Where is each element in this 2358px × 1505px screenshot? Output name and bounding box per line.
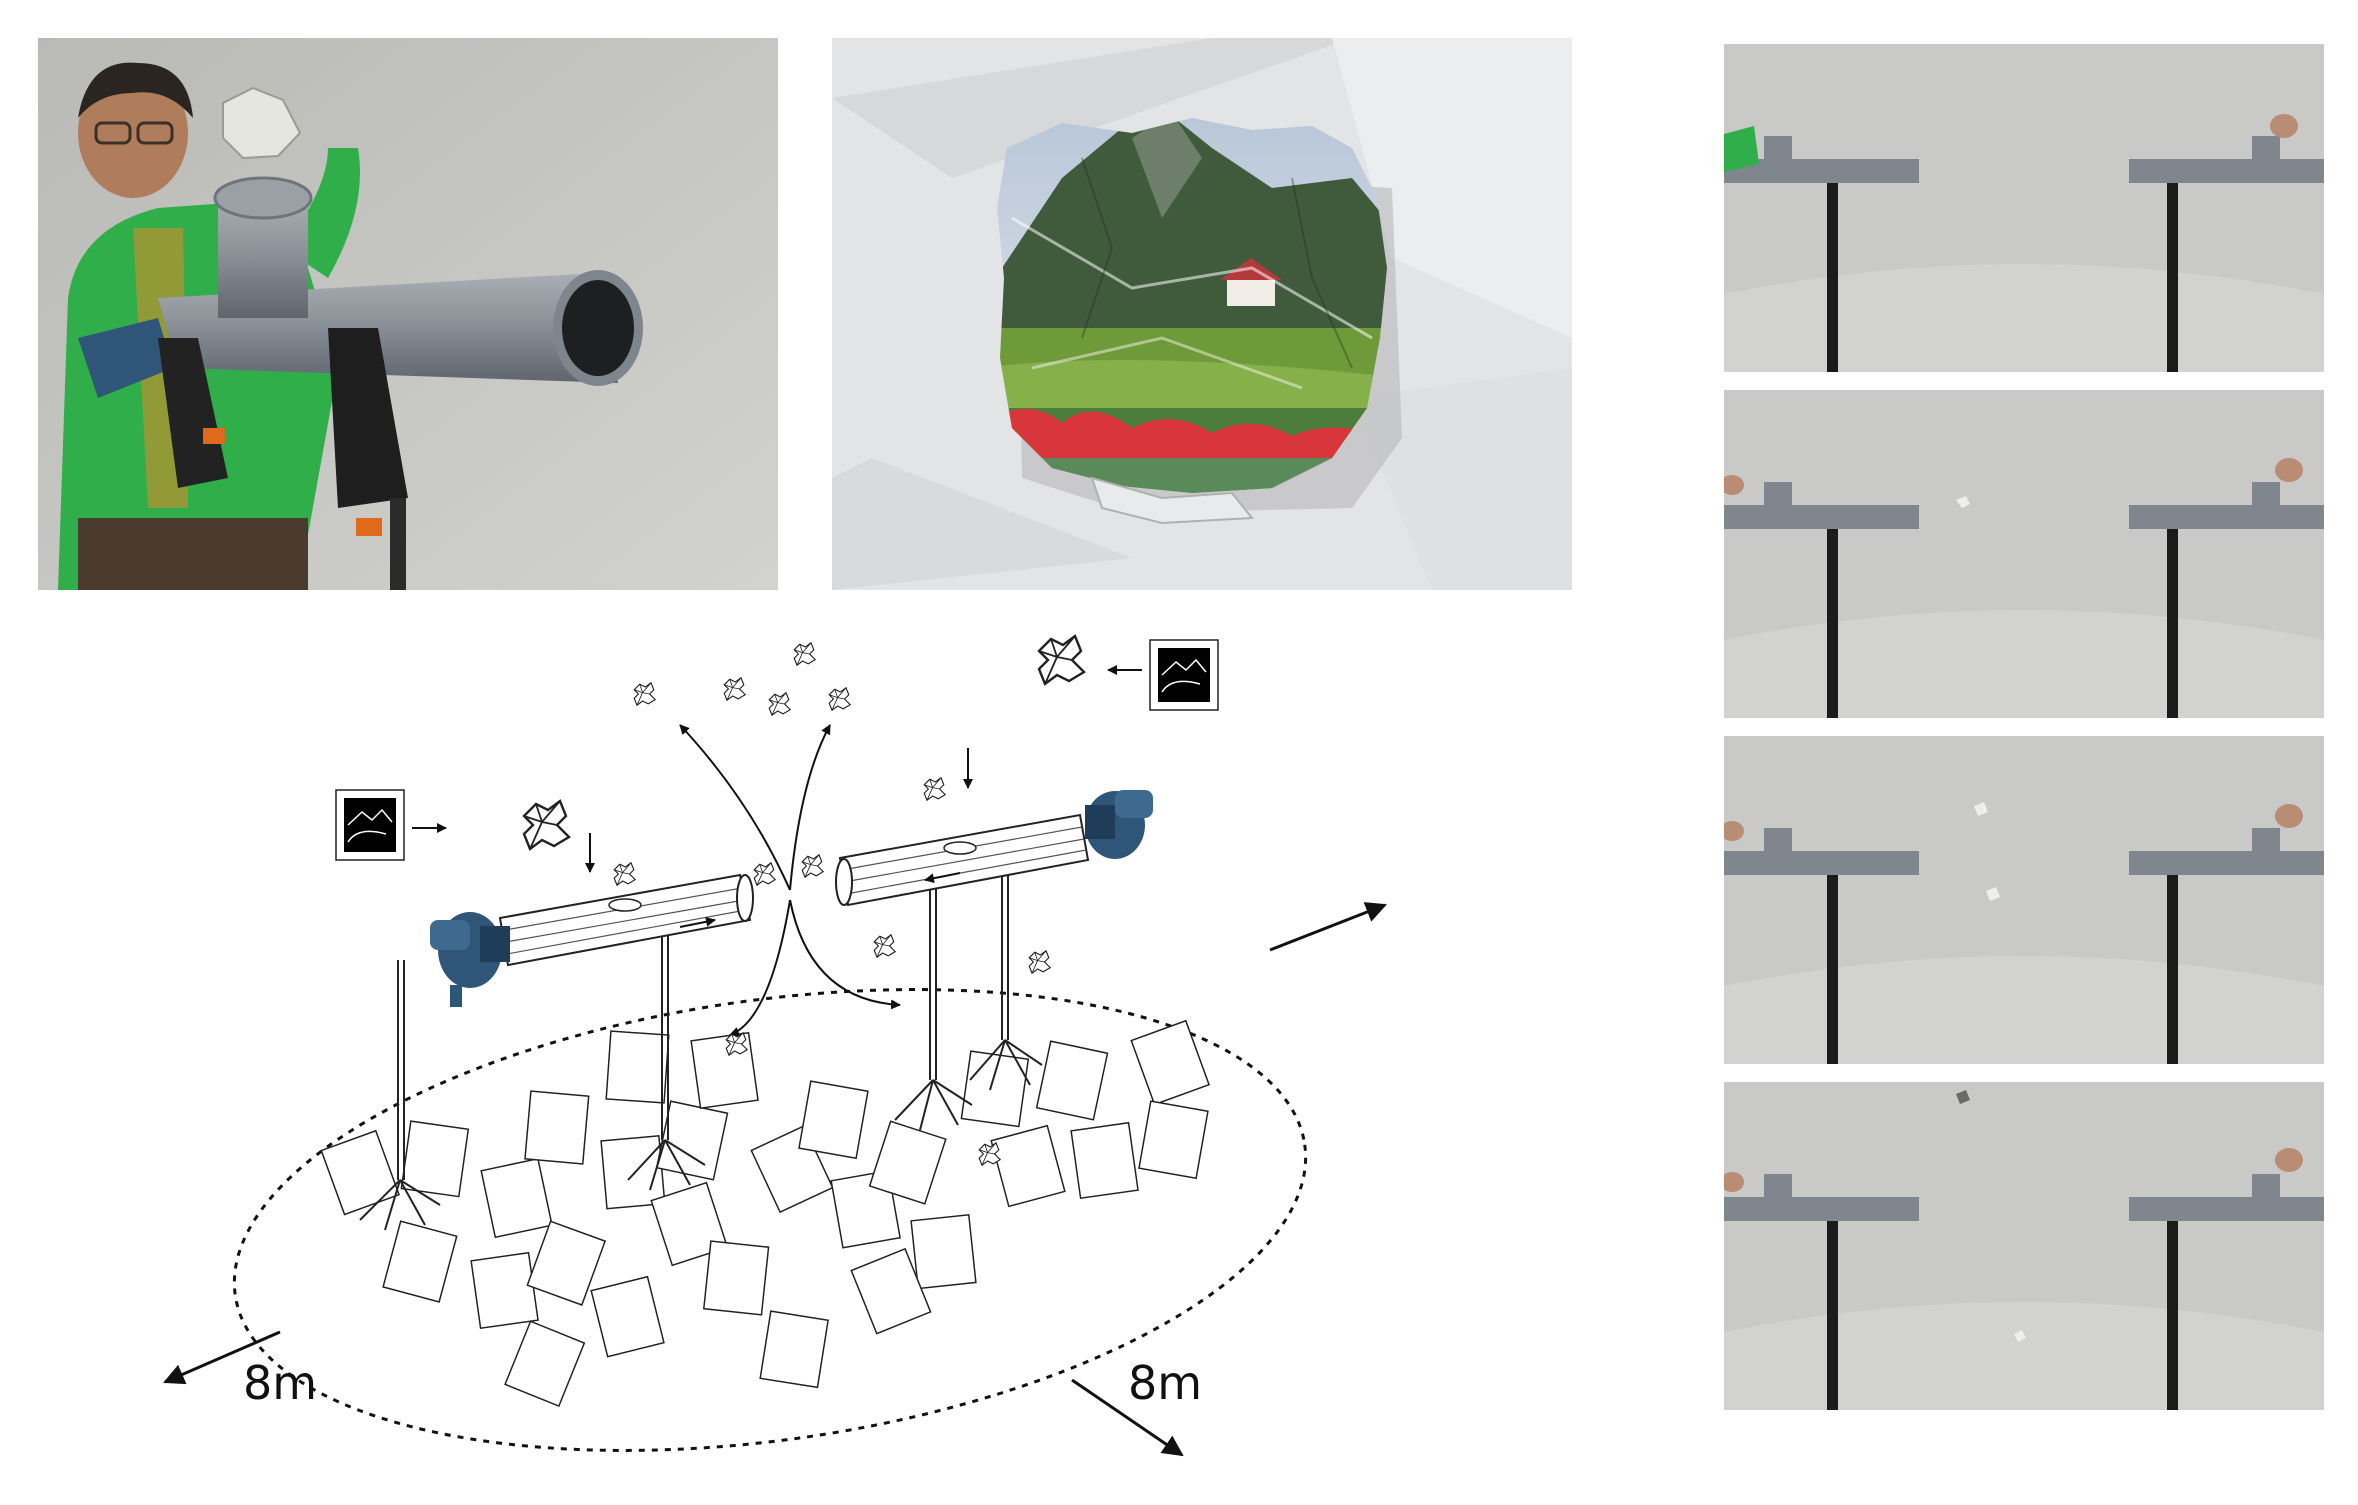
right-tube [835, 813, 1090, 907]
sequence-frame-1 [1724, 44, 2324, 372]
sequence-frame-4 [1724, 1082, 2324, 1410]
dimension-label-left: 8m [243, 1356, 318, 1410]
left-tube [498, 873, 754, 967]
photo-crumpled-landscape-print [832, 38, 1572, 590]
input-image-right [1107, 639, 1219, 711]
left-blower [430, 912, 510, 1007]
right-blower [1085, 790, 1153, 859]
installation-diagram [150, 620, 1430, 1490]
input-image-left [335, 789, 447, 861]
sequence-frame-2 [1724, 390, 2324, 718]
sequence-frame-3 [1724, 736, 2324, 1064]
photo-operator-with-launcher [38, 38, 778, 590]
dimension-label-right: 8m [1128, 1356, 1203, 1410]
